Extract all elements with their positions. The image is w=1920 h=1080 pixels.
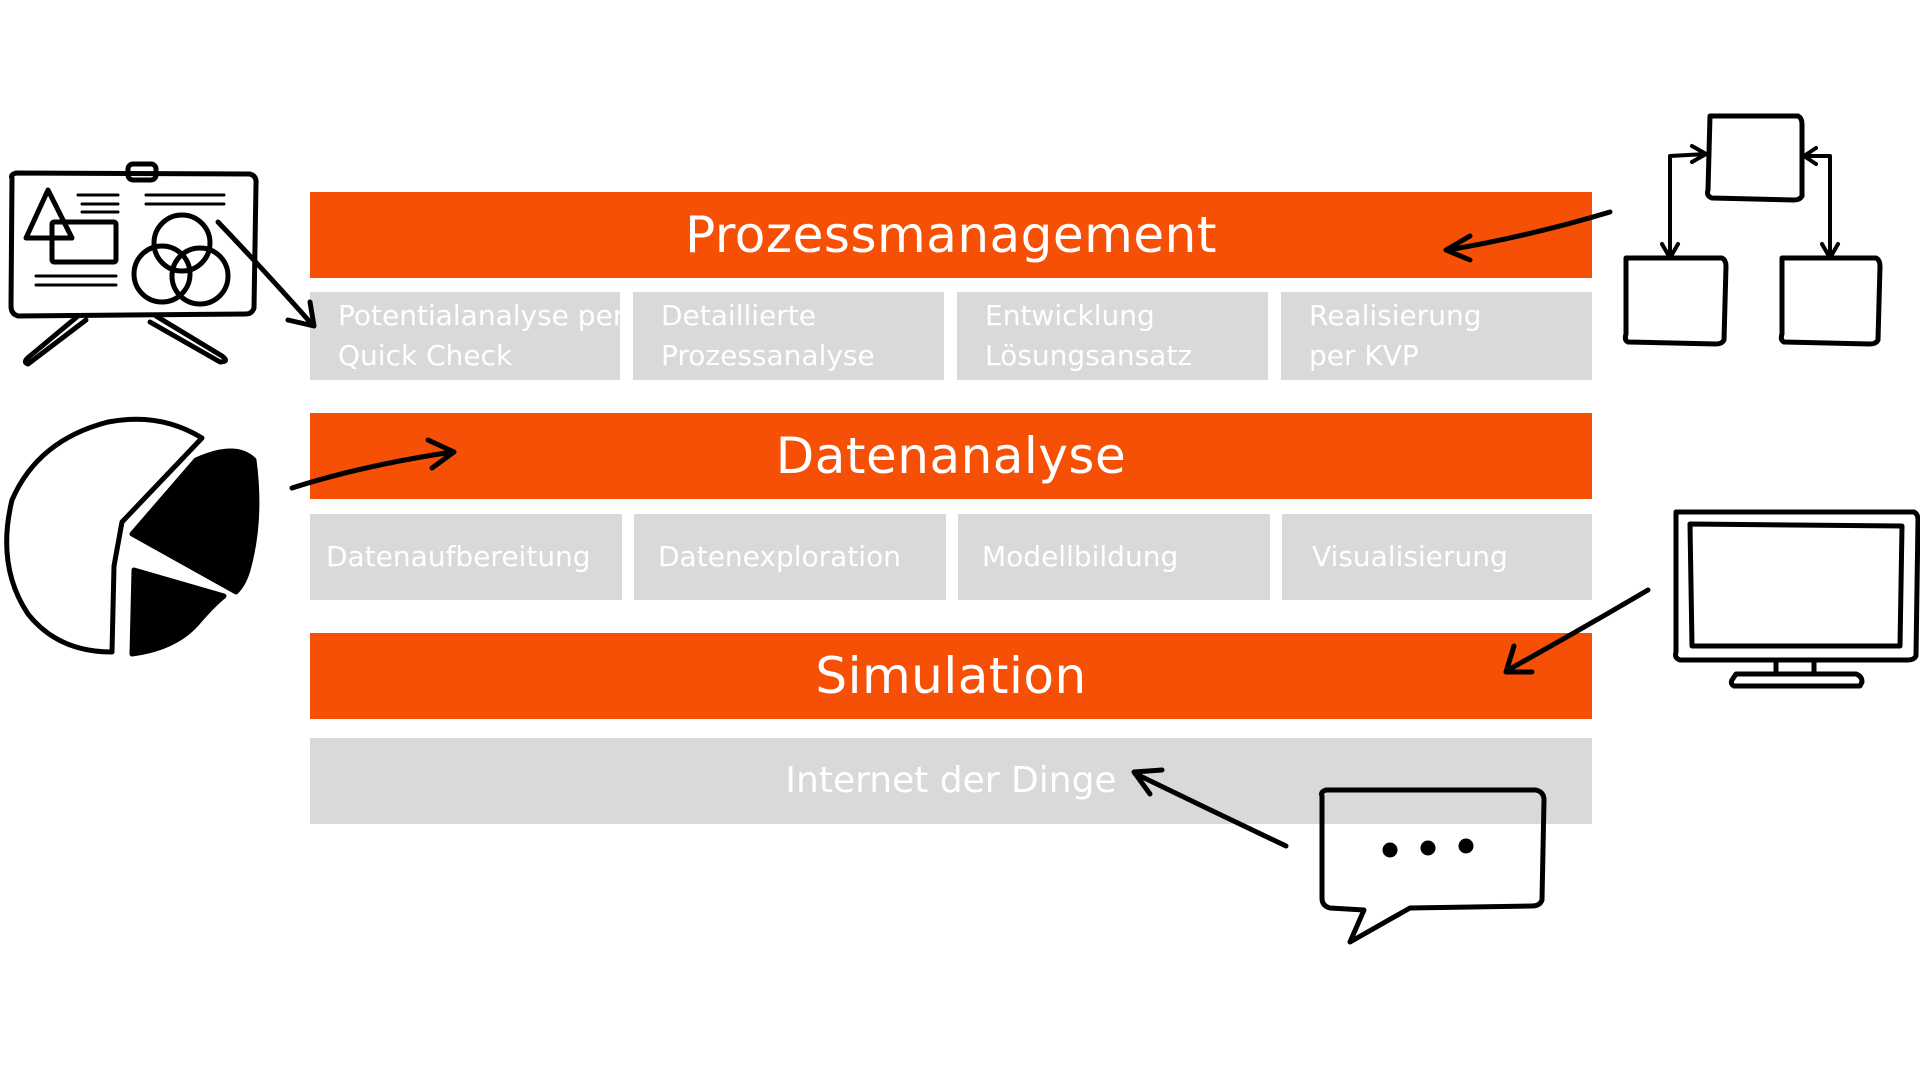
box-label: Visualisierung (1312, 540, 1508, 573)
box-label: Modellbildung (982, 540, 1179, 573)
box-potentialanalyse: Potentialanalyse per Quick Check (310, 292, 625, 380)
bar-datenanalyse: Datenanalyse (310, 413, 1592, 499)
box-line: Quick Check (338, 339, 513, 372)
presentation-board-icon (8, 161, 259, 367)
arrow-icon (215, 219, 317, 329)
box-line: Potentialanalyse per (338, 299, 625, 332)
box-modellbildung: Modellbildung (958, 514, 1270, 600)
box-visualisierung: Visualisierung (1282, 514, 1592, 600)
box-line: per KVP (1309, 339, 1419, 372)
box-datenexploration: Datenexploration (634, 514, 946, 600)
bar-title: Simulation (815, 647, 1087, 705)
pie-chart-icon (4, 416, 260, 657)
bar-simulation: Simulation (310, 633, 1592, 719)
box-line: Prozessanalyse (661, 339, 875, 372)
box-loesungsansatz: Entwicklung Lösungsansatz (957, 292, 1268, 380)
monitor-icon (1673, 509, 1920, 689)
box-line: Detaillierte (661, 299, 816, 332)
box-line: Lösungsansatz (985, 339, 1193, 372)
box-label: Datenexploration (658, 540, 901, 573)
box-internet-der-dinge: Internet der Dinge (310, 738, 1592, 824)
bar-title: Datenanalyse (775, 427, 1127, 485)
box-realisierung: Realisierung per KVP (1281, 292, 1592, 380)
box-prozessanalyse: Detaillierte Prozessanalyse (633, 292, 944, 380)
flowchart-icon (1622, 113, 1883, 347)
box-line: Realisierung (1309, 299, 1482, 332)
box-label: Internet der Dinge (785, 760, 1117, 801)
box-label: Datenaufbereitung (326, 540, 591, 573)
box-datenaufbereitung: Datenaufbereitung (310, 514, 622, 600)
box-line: Entwicklung (985, 299, 1155, 332)
bar-prozessmanagement: Prozessmanagement (310, 192, 1592, 278)
bar-title: Prozessmanagement (685, 206, 1217, 264)
